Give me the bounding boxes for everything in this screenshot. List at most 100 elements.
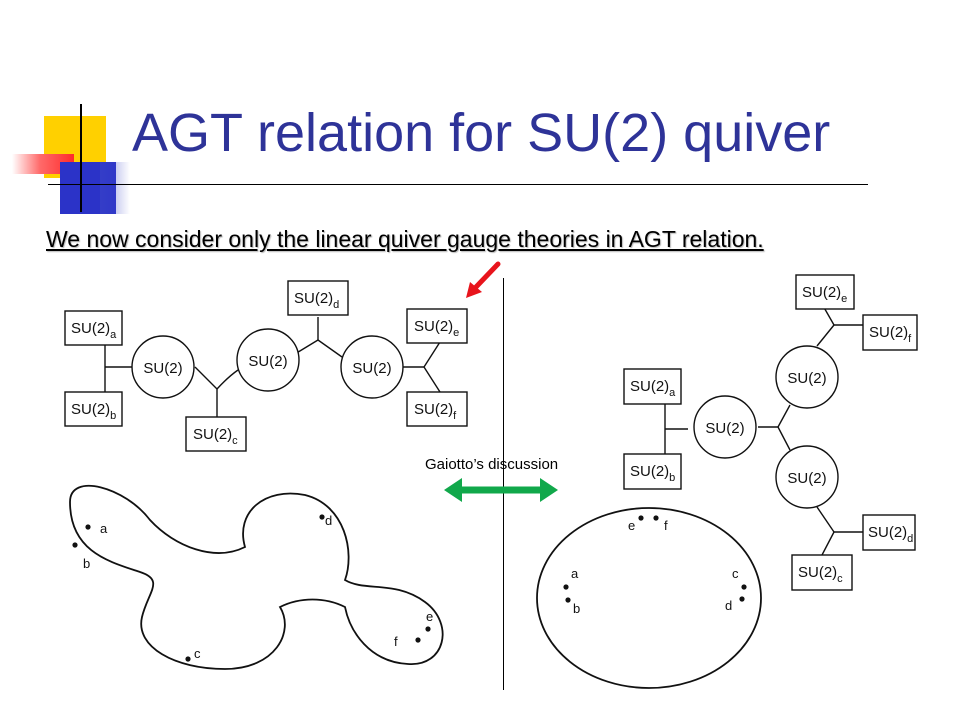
puncture-label: f — [394, 634, 398, 649]
right-flavor-box-c — [791, 554, 853, 591]
flavor-box-label: SU(2) — [414, 318, 453, 335]
right-quiver-gauge-nodes: SU(2) SU(2) SU(2) — [693, 345, 839, 509]
puncture-label: b — [573, 601, 580, 616]
puncture-dot — [72, 542, 78, 548]
gaiotto-discussion-label: Gaiotto’s discussion — [425, 456, 559, 473]
flavor-box-label: SU(2) — [630, 378, 669, 395]
svg-text:SU(2)b: SU(2)b — [71, 401, 116, 422]
flavor-box-label: SU(2) — [868, 524, 907, 541]
puncture-dot — [565, 597, 571, 603]
right-node-label: SU(2) — [705, 420, 744, 437]
left-flavor-box-b — [64, 391, 123, 427]
left-node-label: SU(2) — [352, 360, 391, 377]
red-pointer-arrow — [466, 261, 501, 298]
flavor-box-subscript: c — [232, 435, 238, 447]
left-surface-punctures: a b c d e f — [72, 513, 433, 662]
flavor-box-label: SU(2) — [630, 463, 669, 480]
flavor-box-label: SU(2) — [294, 290, 333, 307]
puncture-dot — [741, 584, 747, 590]
svg-text:SU(2)c: SU(2)c — [798, 564, 843, 585]
puncture-dot — [85, 524, 91, 530]
svg-text:SU(2)d: SU(2)d — [868, 524, 913, 545]
left-gauge-node — [340, 335, 404, 399]
right-flavor-box-d — [862, 514, 916, 551]
flavor-box-subscript: d — [333, 299, 339, 311]
left-flavor-box-d — [287, 280, 349, 316]
decor-vertical-line — [80, 104, 82, 212]
flavor-box-subscript: a — [669, 387, 676, 399]
puncture-label: e — [628, 518, 635, 533]
flavor-box-subscript: f — [453, 410, 457, 422]
left-node-label: SU(2) — [248, 353, 287, 370]
svg-text:SU(2)a: SU(2)a — [630, 378, 676, 399]
right-node-label: SU(2) — [787, 470, 826, 487]
slide-title: AGT relation for SU(2) quiver — [132, 103, 831, 163]
decor-red-bar — [12, 154, 74, 174]
flavor-box-label: SU(2) — [414, 401, 453, 418]
puncture-dot — [563, 584, 569, 590]
right-gauge-node — [775, 345, 839, 409]
puncture-label: a — [571, 566, 579, 581]
flavor-box-subscript: b — [110, 410, 116, 422]
puncture-dot — [319, 514, 325, 520]
flavor-box-label: SU(2) — [71, 320, 110, 337]
left-diagram: SU(2) SU(2) SU(2) SU(2)a SU(2)b SU(2)c S… — [64, 280, 468, 670]
flavor-box-subscript: b — [669, 472, 675, 484]
svg-text:SU(2)c: SU(2)c — [193, 426, 238, 447]
flavor-box-subscript: d — [907, 533, 913, 545]
left-flavor-box-f — [406, 391, 468, 427]
puncture-label: d — [325, 513, 332, 528]
left-gauge-node — [131, 335, 195, 399]
left-flavor-box-a — [64, 310, 123, 346]
right-flavor-box-b — [623, 453, 682, 490]
puncture-dot — [638, 515, 644, 521]
right-surface-punctures: a b c d e f — [563, 515, 747, 616]
left-quiver-flavor-boxes: SU(2)a SU(2)b SU(2)c SU(2)d SU(2)e SU(2)… — [64, 280, 468, 452]
puncture-label: c — [732, 566, 739, 581]
svg-text:SU(2)b: SU(2)b — [630, 463, 675, 484]
flavor-box-label: SU(2) — [71, 401, 110, 418]
svg-text:SU(2)f: SU(2)f — [869, 324, 912, 345]
svg-text:SU(2)e: SU(2)e — [414, 318, 459, 339]
right-quiver-flavor-boxes: SU(2)a SU(2)b SU(2)c SU(2)d SU(2)e SU(2)… — [623, 274, 918, 591]
right-flavor-box-e — [795, 274, 855, 310]
puncture-dot — [425, 626, 431, 632]
slide-subtitle: We now consider only the linear quiver g… — [46, 226, 764, 252]
decor-blue-fade — [100, 162, 130, 214]
right-gauge-node — [693, 395, 757, 459]
flavor-box-label: SU(2) — [798, 564, 837, 581]
flavor-box-label: SU(2) — [869, 324, 908, 341]
svg-text:SU(2)d: SU(2)d — [294, 290, 339, 311]
right-node-label: SU(2) — [787, 370, 826, 387]
puncture-dot — [415, 637, 421, 643]
flavor-box-subscript: f — [908, 333, 912, 345]
svg-text:SU(2)f: SU(2)f — [414, 401, 457, 422]
puncture-dot — [653, 515, 659, 521]
left-flavor-box-c — [185, 416, 247, 452]
puncture-dot — [739, 596, 745, 602]
left-quiver-gauge-nodes: SU(2) SU(2) SU(2) — [131, 328, 404, 399]
left-gauge-node — [236, 328, 300, 392]
right-quiver-edges — [664, 303, 863, 556]
right-flavor-box-a — [623, 368, 682, 405]
puncture-label: f — [664, 518, 668, 533]
right-flavor-box-f — [862, 314, 918, 351]
svg-text:SU(2)e: SU(2)e — [802, 284, 847, 305]
flavor-box-label: SU(2) — [193, 426, 232, 443]
right-riemann-sphere — [536, 507, 762, 689]
puncture-label: e — [426, 609, 433, 624]
puncture-label: a — [100, 521, 108, 536]
puncture-label: b — [83, 556, 90, 571]
puncture-label: c — [194, 646, 201, 661]
green-double-arrow — [444, 478, 558, 502]
left-flavor-box-e — [406, 308, 468, 344]
right-gauge-node — [775, 445, 839, 509]
puncture-dot — [185, 656, 191, 662]
flavor-box-subscript: c — [837, 573, 843, 585]
flavor-box-subscript: e — [841, 293, 847, 305]
flavor-box-label: SU(2) — [802, 284, 841, 301]
title-underline-rule — [48, 184, 868, 185]
vertical-divider — [503, 278, 504, 690]
svg-text:SU(2)a: SU(2)a — [71, 320, 117, 341]
